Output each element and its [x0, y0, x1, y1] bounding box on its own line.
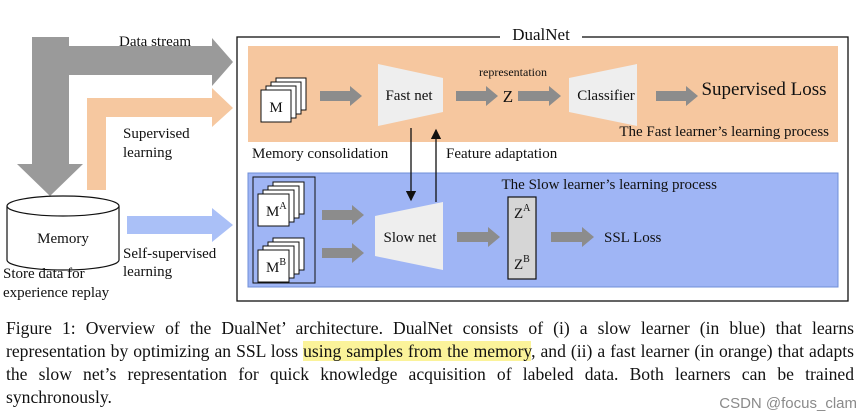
memory-view-a-stack	[257, 181, 305, 227]
z-label: Z	[503, 87, 513, 106]
caption-text-start: Figure 1: Overview of the DualNet’ archi…	[6, 318, 854, 361]
supervised-loss-label: Supervised Loss	[701, 79, 826, 100]
z-b-label: ZB	[514, 254, 530, 273]
arrow-z-to-classifier	[518, 86, 561, 106]
z-pair-block	[507, 196, 537, 280]
frame-title: DualNet	[512, 25, 570, 44]
slow-region	[247, 172, 839, 288]
data-stream-label: Data stream	[119, 34, 191, 50]
self-supervised-label-line2: learning	[123, 264, 173, 280]
memory-sample-stack	[260, 77, 307, 123]
arrow-fastnet-to-z	[456, 86, 498, 106]
arrow-z-to-ssl-loss	[551, 227, 594, 247]
memory-view-b-stack	[257, 237, 305, 283]
memory-sample-label: M	[269, 100, 282, 116]
classifier-label: Classifier	[577, 88, 635, 104]
representation-label: representation	[479, 65, 547, 79]
slow-process-label: The Slow learner’s learning process	[502, 177, 718, 193]
memory-view-a-label: MA	[266, 201, 287, 220]
caption-highlight: using samples from the memory	[303, 341, 532, 361]
slow-net-label: Slow net	[384, 230, 438, 246]
ssl-loss-label: SSL Loss	[604, 230, 662, 246]
fast-process-label: The Fast learner’s learning process	[619, 124, 829, 140]
memory-consolidation-label: Memory consolidation	[252, 146, 389, 162]
memory-cylinder	[6, 195, 120, 271]
z-a-label: ZA	[514, 203, 531, 222]
self-supervised-arrow	[127, 208, 233, 242]
supervised-label-line2: learning	[123, 145, 173, 161]
arrow-ma-to-slownet	[322, 205, 364, 225]
frame-title-bg	[500, 26, 582, 46]
arrow-slownet-to-z	[457, 227, 500, 247]
arrow-mb-to-slownet	[322, 243, 364, 263]
arrow-classifier-to-loss	[656, 86, 698, 106]
supervised-arrow	[87, 88, 233, 190]
fast-net-block	[378, 64, 443, 126]
store-label-line2: experience replay	[3, 285, 110, 301]
fast-net-label: Fast net	[385, 88, 433, 104]
data-stream-arrow	[17, 37, 233, 196]
store-label-line1: Store data for	[3, 266, 85, 282]
memory-label: Memory	[37, 231, 89, 247]
slow-net-block	[375, 202, 443, 270]
feature-adaptation-label: Feature adaptation	[446, 146, 558, 162]
self-supervised-label-line1: Self-supervised	[123, 246, 217, 262]
dualnet-diagram: DualNet Data stream Supervised learning …	[3, 25, 849, 302]
memory-views-box	[252, 176, 316, 284]
supervised-label-line1: Supervised	[123, 126, 190, 142]
memory-view-b-label: MB	[266, 257, 286, 276]
arrow-m-to-fastnet	[320, 86, 362, 106]
caption-text-end: , and (ii) a fast learner (in orange) th…	[6, 341, 854, 407]
classifier-block	[569, 64, 637, 126]
csdn-watermark: CSDN @focus_clam	[719, 395, 857, 412]
figure-caption: Figure 1: Overview of the DualNet’ archi…	[6, 317, 854, 409]
